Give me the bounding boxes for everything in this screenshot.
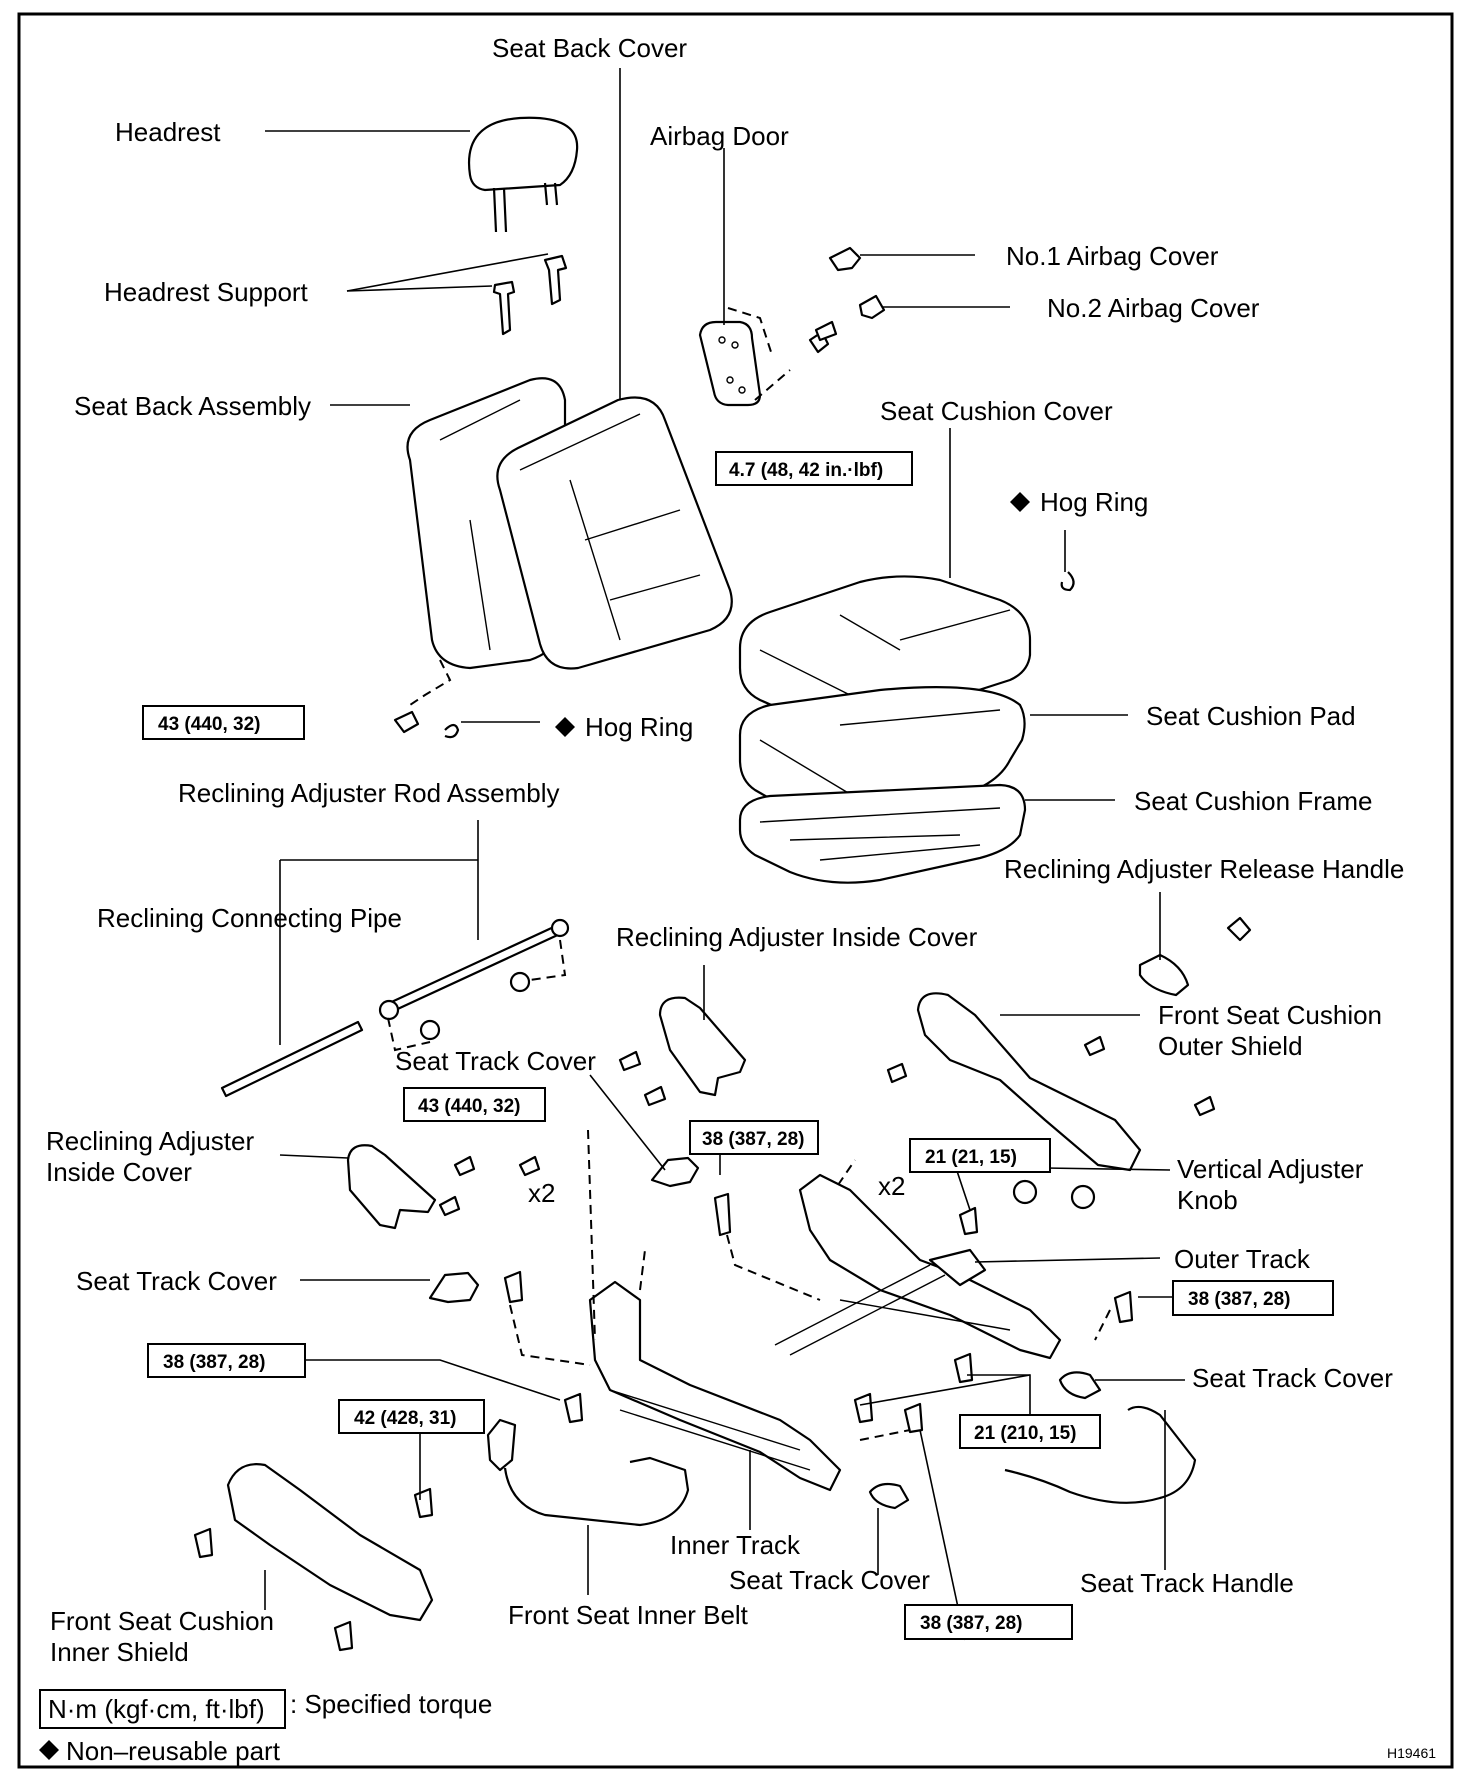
- label-reclining-adjuster-release-handle: Reclining Adjuster Release Handle: [1004, 854, 1404, 884]
- torque-value: 43 (440, 32): [418, 1096, 520, 1117]
- label-seat-cushion-frame: Seat Cushion Frame: [1134, 786, 1372, 816]
- headrest-part: [467, 116, 579, 233]
- dashed-alignment-lines: [387, 307, 1111, 1441]
- torque-box-3: 43 (440, 32): [403, 1087, 546, 1122]
- label-hog-ring-1: Hog Ring: [1040, 487, 1148, 517]
- torque-value: 21 (21, 15): [925, 1147, 1017, 1168]
- label-front-seat-cushion-inner-shield-1: Front Seat Cushion: [50, 1606, 274, 1636]
- label-seat-track-cover-4: Seat Track Cover: [729, 1565, 930, 1595]
- reclining-adjuster-inside-cover-lower-part: [346, 1144, 437, 1230]
- torque-box-9: 21 (210, 15): [959, 1414, 1101, 1449]
- label-x2-a: x2: [528, 1178, 555, 1208]
- inner-track-part: [588, 1280, 842, 1492]
- label-no2-airbag-cover: No.2 Airbag Cover: [1047, 293, 1260, 323]
- label-airbag-door: Airbag Door: [650, 121, 789, 151]
- torque-value: 4.7 (48, 42 in.·lbf): [729, 460, 883, 481]
- label-reclining-adjuster-rod-assembly: Reclining Adjuster Rod Assembly: [178, 778, 560, 808]
- label-seat-track-cover-3: Seat Track Cover: [1192, 1363, 1393, 1393]
- label-seat-track-cover-1: Seat Track Cover: [395, 1046, 596, 1076]
- reclining-adjuster-rod-part: [378, 918, 570, 1041]
- reclining-adjuster-release-handle-part: [1138, 916, 1252, 997]
- front-seat-cushion-inner-shield-part: [226, 1463, 434, 1622]
- torque-box-5: 21 (21, 15): [909, 1138, 1051, 1173]
- front-seat-cushion-outer-shield-part: [916, 992, 1142, 1172]
- label-reclining-adjuster-inside-cover: Reclining Adjuster Inside Cover: [616, 922, 978, 952]
- diagram-frame: [17, 12, 1454, 1769]
- label-front-seat-inner-belt: Front Seat Inner Belt: [508, 1600, 749, 1630]
- torque-box-1: 4.7 (48, 42 in.·lbf): [715, 451, 913, 486]
- seat-track-handle-part: [1004, 1405, 1197, 1504]
- torque-box-6: 38 (387, 28): [1172, 1280, 1334, 1316]
- torque-box-8: 42 (428, 31): [338, 1399, 485, 1434]
- label-seat-cushion-pad: Seat Cushion Pad: [1146, 701, 1356, 731]
- legend-specified-torque: : Specified torque: [290, 1689, 492, 1719]
- label-reclining-adjuster-inside-cover-2b: Inside Cover: [46, 1157, 192, 1187]
- reclining-adjuster-inside-cover-part: [658, 996, 747, 1097]
- seat-back-cover-part: [496, 396, 733, 670]
- label-headrest-support: Headrest Support: [104, 277, 309, 307]
- label-inner-track: Inner Track: [670, 1530, 801, 1560]
- airbag-door-part: [698, 320, 762, 407]
- legend-unit-box: [39, 1689, 286, 1729]
- screws: [193, 320, 1216, 1652]
- label-seat-back-cover: Seat Back Cover: [492, 33, 687, 63]
- label-reclining-adjuster-inside-cover-2a: Reclining Adjuster: [46, 1126, 254, 1156]
- label-hog-ring-2: Hog Ring: [585, 712, 693, 742]
- torque-value: 38 (387, 28): [1188, 1289, 1290, 1310]
- label-no1-airbag-cover: No.1 Airbag Cover: [1006, 241, 1219, 271]
- torque-value: 38 (387, 28): [702, 1129, 804, 1150]
- label-seat-track-handle: Seat Track Handle: [1080, 1568, 1294, 1598]
- torque-box-4: 38 (387, 28): [689, 1120, 819, 1155]
- figure-code: H19461: [1387, 1745, 1436, 1761]
- headrest-support-part: [492, 254, 568, 336]
- label-vertical-adjuster-knob-2: Knob: [1177, 1185, 1238, 1215]
- torque-value: 38 (387, 28): [920, 1613, 1022, 1634]
- non-reusable-diamond-icon: [1010, 492, 1030, 512]
- front-seat-inner-belt-part: [486, 1418, 690, 1527]
- legend-non-reusable: Non–reusable part: [66, 1736, 281, 1766]
- label-seat-back-assembly: Seat Back Assembly: [74, 391, 311, 421]
- torque-value: 21 (210, 15): [974, 1423, 1076, 1444]
- torque-value: 43 (440, 32): [158, 714, 260, 735]
- reclining-connecting-pipe-part: [220, 1020, 364, 1098]
- seat-track-cover-parts: [428, 1156, 1102, 1510]
- leader-lines: [264, 68, 1185, 1641]
- legend: N·m (kgf·cm, ft·lbf) : Specified torque …: [39, 1689, 492, 1766]
- label-front-seat-cushion-outer-shield-2: Outer Shield: [1158, 1031, 1303, 1061]
- torque-value: 38 (387, 28): [163, 1352, 265, 1373]
- non-reusable-diamond-icon: [555, 717, 575, 737]
- torque-box-2: 43 (440, 32): [142, 705, 305, 740]
- label-x2-b: x2: [878, 1171, 905, 1201]
- hog-ring-label-1: Hog Ring: [1010, 487, 1148, 517]
- hog-ring-label-2: Hog Ring: [555, 712, 693, 742]
- torque-box-10: 38 (387, 28): [904, 1604, 1073, 1640]
- outer-track-part: [774, 1173, 1062, 1360]
- hog-ring-parts: [444, 571, 1075, 739]
- non-reusable-diamond-icon: [39, 1740, 59, 1760]
- label-outer-track: Outer Track: [1174, 1244, 1311, 1274]
- seat-cushion-frame-part: [738, 783, 1027, 884]
- label-seat-cushion-cover: Seat Cushion Cover: [880, 396, 1113, 426]
- torque-box-7: 38 (387, 28): [147, 1343, 306, 1378]
- torque-value: 42 (428, 31): [354, 1408, 456, 1429]
- label-front-seat-cushion-outer-shield-1: Front Seat Cushion: [1158, 1000, 1382, 1030]
- label-headrest: Headrest: [115, 117, 221, 147]
- label-reclining-connecting-pipe: Reclining Connecting Pipe: [97, 903, 402, 933]
- label-vertical-adjuster-knob-1: Vertical Adjuster: [1177, 1154, 1364, 1184]
- legend-unit-text: N·m (kgf·cm, ft·lbf): [48, 1694, 265, 1724]
- label-seat-track-cover-2: Seat Track Cover: [76, 1266, 277, 1296]
- label-front-seat-cushion-inner-shield-2: Inner Shield: [50, 1637, 189, 1667]
